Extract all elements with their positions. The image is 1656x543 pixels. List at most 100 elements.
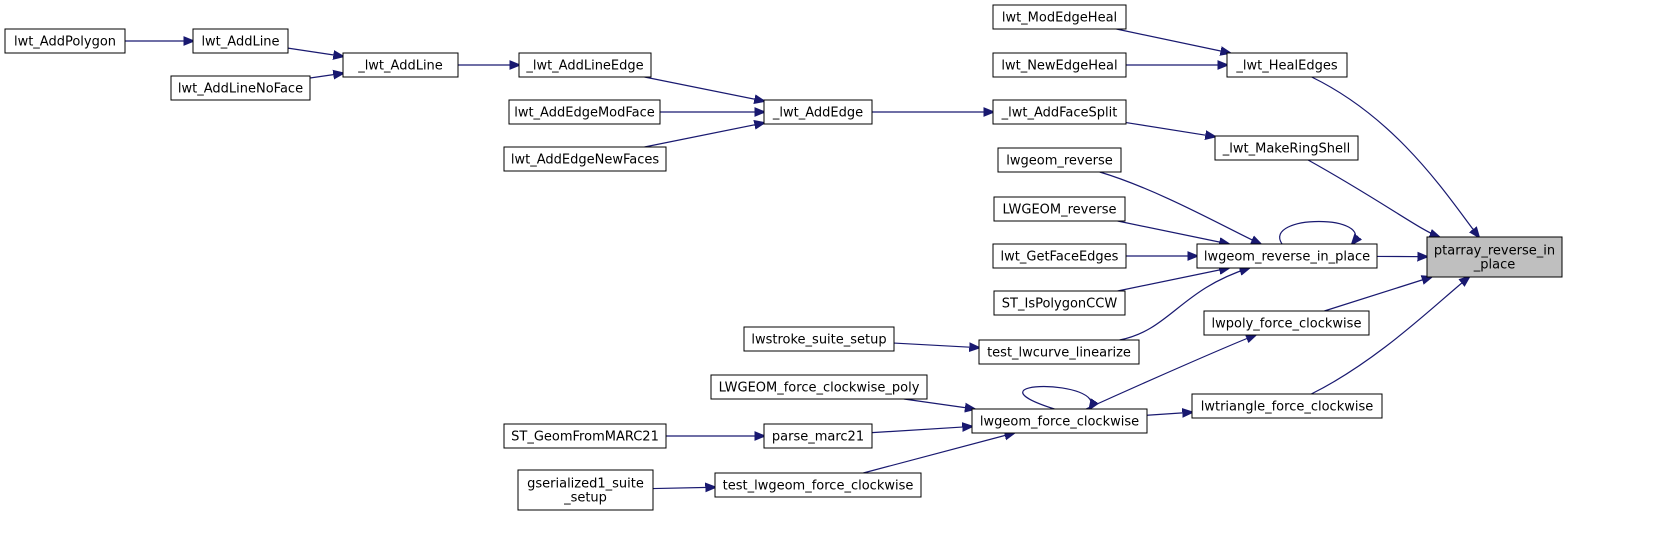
node-label: lwt_AddLine — [201, 35, 279, 50]
node-box[interactable] — [714, 472, 922, 498]
node-box[interactable] — [763, 99, 873, 125]
node-box[interactable] — [992, 4, 1127, 30]
node-box[interactable] — [992, 99, 1127, 125]
node-label: lwt_AddPolygon — [14, 35, 116, 50]
edge-lwgeom_reverse-to-lwgeom_reverse_in_place — [1099, 171, 1261, 244]
node-_lwt_AddLine[interactable]: _lwt_AddLine — [342, 52, 459, 78]
node-lwgeom_force_clockwise[interactable]: lwgeom_force_clockwise — [971, 408, 1148, 434]
node-box[interactable] — [4, 28, 126, 54]
node-lwt_AddPolygon[interactable]: lwt_AddPolygon — [4, 28, 126, 54]
node-box[interactable] — [1196, 243, 1378, 269]
edge-LWGEOM_reverse-to-lwgeom_reverse_in_place — [1117, 220, 1229, 244]
edge-_lwt_HealEdges-to-ptarray_reverse_in_place — [1311, 76, 1479, 237]
node-ptarray_reverse_in_place[interactable]: ptarray_reverse_in_place — [1426, 236, 1563, 278]
node-lwgeom_reverse[interactable]: lwgeom_reverse — [997, 147, 1122, 173]
node-_lwt_MakeRingShell[interactable]: _lwt_MakeRingShell — [1214, 135, 1359, 161]
node-box[interactable] — [192, 28, 289, 54]
node-label: _lwt_HealEdges — [1235, 59, 1337, 74]
node-label: ptarray_reverse_in — [1434, 244, 1555, 259]
node-lwgeom_reverse_in_place[interactable]: lwgeom_reverse_in_place — [1196, 243, 1378, 269]
node-box[interactable] — [517, 469, 654, 511]
node-lwt_AddLineNoFace[interactable]: lwt_AddLineNoFace — [170, 75, 311, 101]
node-box[interactable] — [993, 290, 1126, 316]
node-box[interactable] — [508, 99, 661, 125]
edge-lwt_AddLineNoFace-to-_lwt_AddLine — [309, 73, 343, 78]
node-label: lwt_NewEdgeHeal — [1001, 59, 1117, 74]
edge-_lwt_AddFaceSplit-to-_lwt_MakeRingShell — [1125, 121, 1215, 137]
node-label: lwt_AddEdgeNewFaces — [511, 153, 659, 168]
node-lwpoly_force_clockwise[interactable]: lwpoly_force_clockwise — [1203, 310, 1370, 336]
edge-test_lwcurve_linearize-to-lwgeom_reverse_in_place — [1119, 268, 1250, 341]
node-lwt_GetFaceEdges[interactable]: lwt_GetFaceEdges — [992, 243, 1127, 269]
edge-gserialized1_suite_setup-to-test_lwgeom_force_clockwise — [652, 487, 715, 488]
node-box[interactable] — [503, 146, 667, 172]
node-parse_marc21[interactable]: parse_marc21 — [763, 423, 873, 449]
node-box[interactable] — [342, 52, 459, 78]
node-lwt_AddEdgeNewFaces[interactable]: lwt_AddEdgeNewFaces — [503, 146, 667, 172]
node-label: lwt_GetFaceEdges — [1001, 250, 1119, 265]
node-box[interactable] — [997, 147, 1122, 173]
node-_lwt_AddEdge[interactable]: _lwt_AddEdge — [763, 99, 873, 125]
node-label: lwgeom_reverse — [1006, 154, 1112, 169]
node-test_lwgeom_force_clockwise[interactable]: test_lwgeom_force_clockwise — [714, 472, 922, 498]
node-label: LWGEOM_force_clockwise_poly — [719, 381, 920, 396]
node-label: lwgeom_reverse_in_place — [1204, 250, 1370, 265]
node-LWGEOM_force_clockwise_poly[interactable]: LWGEOM_force_clockwise_poly — [710, 374, 928, 400]
node-label: _lwt_AddLineEdge — [525, 59, 643, 74]
node-_lwt_AddLineEdge[interactable]: _lwt_AddLineEdge — [518, 52, 652, 78]
node-label: ST_GeomFromMARC21 — [511, 430, 659, 445]
node-label: _lwt_AddFaceSplit — [1001, 106, 1118, 121]
node-_lwt_HealEdges[interactable]: _lwt_HealEdges — [1226, 52, 1348, 78]
node-box[interactable] — [763, 423, 873, 449]
node-box[interactable] — [992, 52, 1127, 78]
node-ST_IsPolygonCCW[interactable]: ST_IsPolygonCCW — [993, 290, 1126, 316]
node-box[interactable] — [978, 339, 1140, 365]
node-lwt_ModEdgeHeal[interactable]: lwt_ModEdgeHeal — [992, 4, 1127, 30]
node-box[interactable] — [503, 423, 667, 449]
node-box[interactable] — [743, 326, 895, 352]
node-lwt_NewEdgeHeal[interactable]: lwt_NewEdgeHeal — [992, 52, 1127, 78]
node-label: _lwt_MakeRingShell — [1222, 142, 1350, 157]
node-box[interactable] — [1203, 310, 1370, 336]
node-label: lwt_AddLineNoFace — [178, 82, 303, 97]
edge-parse_marc21-to-lwgeom_force_clockwise — [871, 426, 972, 434]
node-box[interactable] — [1191, 393, 1383, 419]
node-box[interactable] — [1226, 52, 1348, 78]
node-lwstroke_suite_setup[interactable]: lwstroke_suite_setup — [743, 326, 895, 352]
node-box[interactable] — [1214, 135, 1359, 161]
node-label: lwgeom_force_clockwise — [980, 415, 1139, 430]
edge-test_lwgeom_force_clockwise-to-lwgeom_force_clockwise — [863, 433, 1014, 474]
edges-layer — [125, 28, 1479, 489]
node-label: test_lwcurve_linearize — [987, 346, 1131, 361]
node-label: parse_marc21 — [772, 430, 864, 445]
node-LWGEOM_reverse[interactable]: LWGEOM_reverse — [993, 196, 1126, 222]
node-box[interactable] — [518, 52, 652, 78]
node-test_lwcurve_linearize[interactable]: test_lwcurve_linearize — [978, 339, 1140, 365]
node-box[interactable] — [992, 243, 1127, 269]
edge-lwgeom_reverse_in_place-to-lwgeom_reverse_in_place — [1279, 220, 1356, 245]
node-label: lwpoly_force_clockwise — [1212, 317, 1362, 332]
edge-_lwt_AddLineEdge-to-_lwt_AddEdge — [644, 76, 764, 101]
node-box[interactable] — [1426, 236, 1563, 278]
edge-lwtriangle_force_clockwise-to-ptarray_reverse_in_place — [1310, 277, 1469, 395]
node-label: lwt_ModEdgeHeal — [1002, 11, 1117, 26]
node-box[interactable] — [710, 374, 928, 400]
node-_lwt_AddFaceSplit[interactable]: _lwt_AddFaceSplit — [992, 99, 1127, 125]
edge-lwgeom_force_clockwise-to-lwtriangle_force_clockwise — [1146, 412, 1192, 415]
node-box[interactable] — [170, 75, 311, 101]
node-label: _place — [1473, 258, 1515, 273]
edge-lwt_AddEdgeNewFaces-to-_lwt_AddEdge — [644, 123, 764, 148]
node-ST_GeomFromMARC21[interactable]: ST_GeomFromMARC21 — [503, 423, 667, 449]
node-label: test_lwgeom_force_clockwise — [723, 479, 914, 494]
edge-lwgeom_force_clockwise-to-lwpoly_force_clockwise — [1085, 335, 1256, 410]
node-lwt_AddLine[interactable]: lwt_AddLine — [192, 28, 289, 54]
node-gserialized1_suite_setup[interactable]: gserialized1_suite_setup — [517, 469, 654, 511]
node-label: _lwt_AddEdge — [772, 106, 863, 121]
node-lwtriangle_force_clockwise[interactable]: lwtriangle_force_clockwise — [1191, 393, 1383, 419]
node-label: lwtriangle_force_clockwise — [1201, 400, 1374, 415]
edge-lwgeom_force_clockwise-to-lwgeom_force_clockwise — [1022, 385, 1092, 410]
node-lwt_AddEdgeModFace[interactable]: lwt_AddEdgeModFace — [508, 99, 661, 125]
node-box[interactable] — [971, 408, 1148, 434]
node-box[interactable] — [993, 196, 1126, 222]
